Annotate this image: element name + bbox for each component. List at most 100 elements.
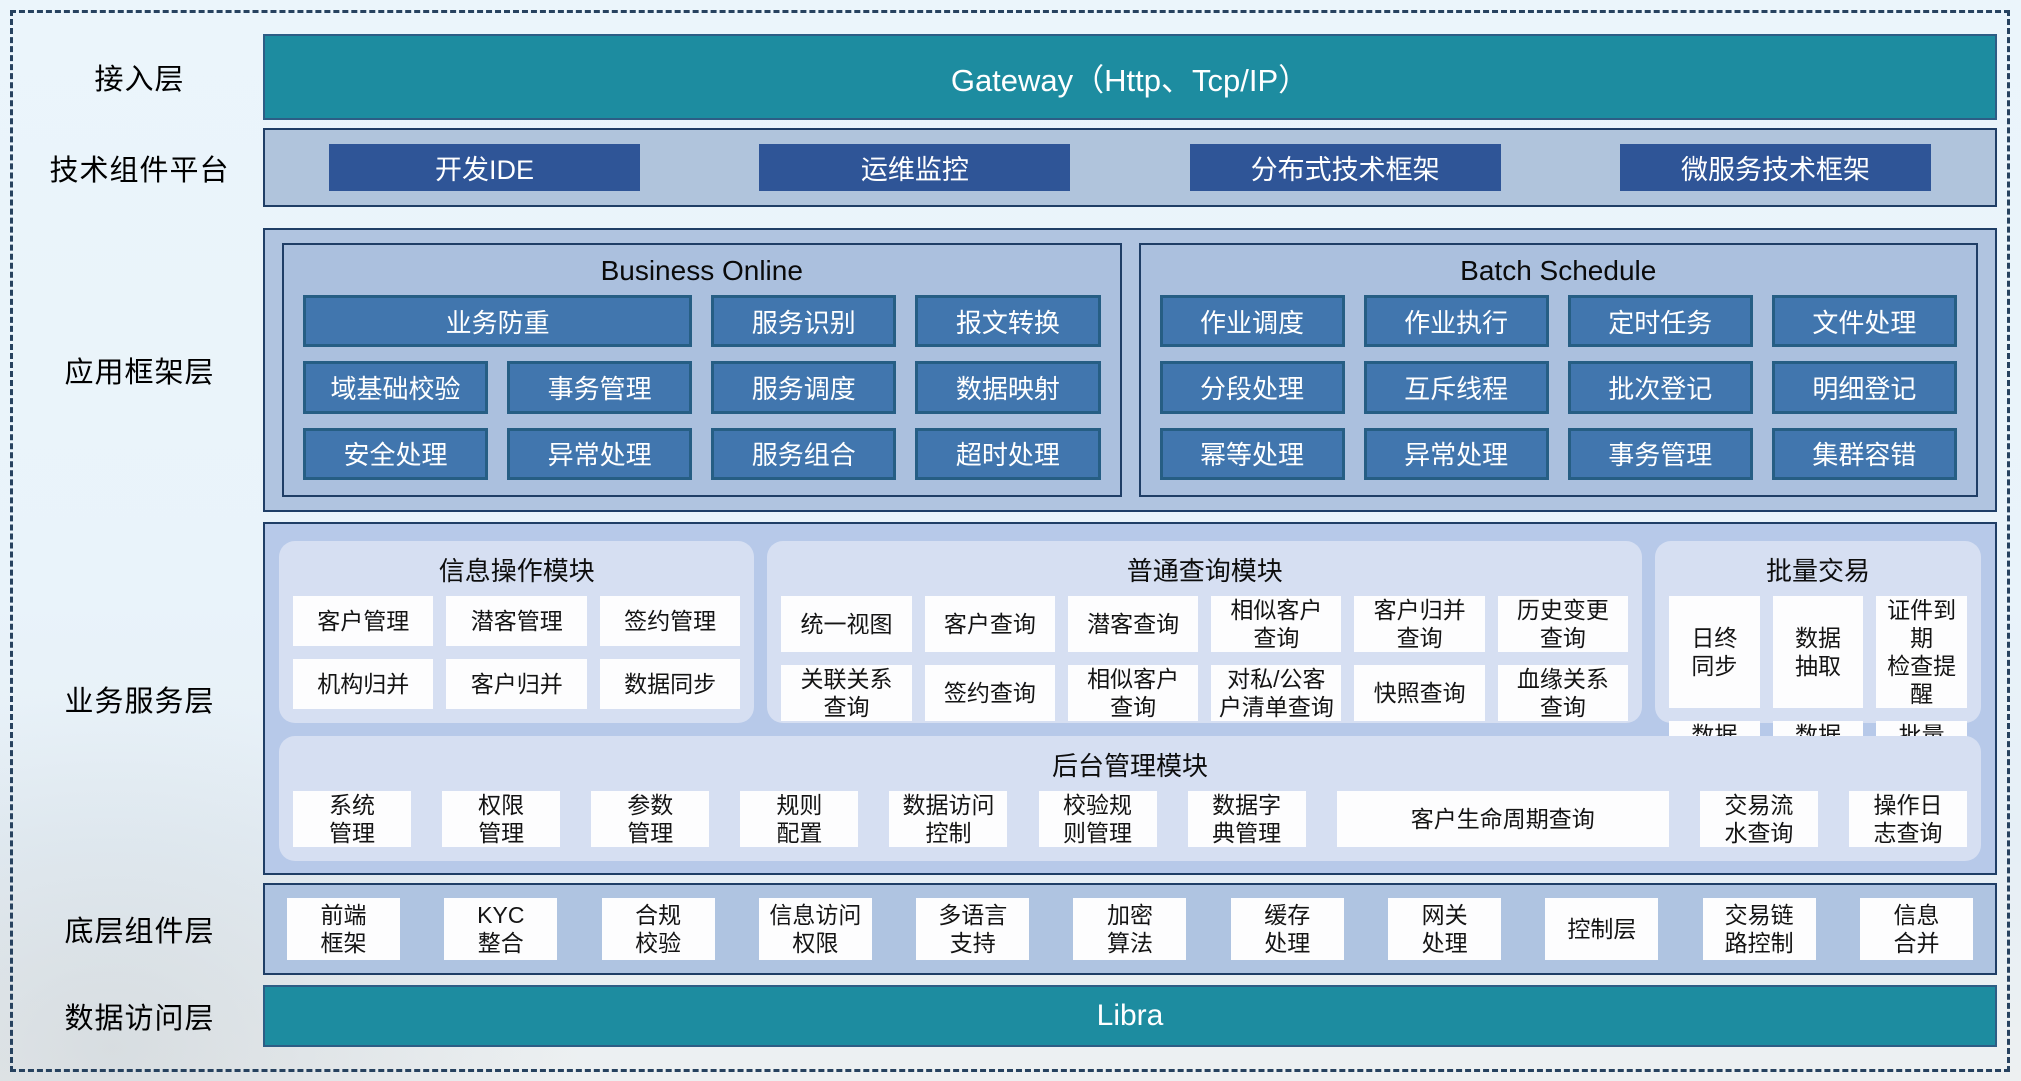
svc-item: 血缘关系 查询 xyxy=(1497,665,1629,722)
svc-item: 签约查询 xyxy=(924,665,1055,722)
app-framework-label: 应用框架层 xyxy=(64,357,215,389)
app-item: 互斥线程 xyxy=(1363,361,1549,414)
batch-schedule-title: Batch Schedule xyxy=(1460,255,1657,286)
business-service-row: 业务服务层 信息操作模块 客户管理 潜客管理 签约管理 机构归并 客户归并 数据… xyxy=(16,522,1997,875)
svc-item: 机构归并 xyxy=(293,658,434,709)
batch-schedule-grid: 作业调度 作业执行 定时任务 文件处理 分段处理 互斥线程 批次登记 明细登记 … xyxy=(1159,295,1957,480)
app-item: 事务管理 xyxy=(507,361,693,414)
admin-item: 参数 管理 xyxy=(591,790,710,847)
base-item: 合规 校验 xyxy=(601,898,715,960)
tech-item: 微服务技术框架 xyxy=(1619,144,1931,191)
base-components-row: 底层组件层 前端 框架 KYC 整合 合规 校验 信息访问 权限 多语言 支持 … xyxy=(16,883,1997,975)
app-item: 超时处理 xyxy=(915,427,1101,480)
app-item: 服务识别 xyxy=(711,295,897,348)
info-ops-module: 信息操作模块 客户管理 潜客管理 签约管理 机构归并 客户归并 数据同步 xyxy=(279,541,755,723)
app-item: 业务防重 xyxy=(303,295,693,348)
admin-module: 后台管理模块 系统 管理 权限 管理 参数 管理 规则 配置 数据访问 控制 校… xyxy=(279,735,1981,861)
app-item: 明细登记 xyxy=(1771,361,1957,414)
base-item: 缓存 处理 xyxy=(1230,898,1344,960)
business-online-grid: 业务防重 服务识别 报文转换 域基础校验 事务管理 服务调度 数据映射 安全处理… xyxy=(303,295,1101,480)
base-components-label: 底层组件层 xyxy=(64,916,215,948)
svc-item: 证件到期 检查提醒 xyxy=(1876,596,1967,709)
libra-bar: Libra xyxy=(263,985,1997,1047)
app-item: 服务组合 xyxy=(711,427,897,480)
svc-item: 相似客户 查询 xyxy=(1211,596,1342,653)
admin-item: 系统 管理 xyxy=(293,790,411,847)
tech-item: 开发IDE xyxy=(329,144,640,191)
admin-item: 交易流 水查询 xyxy=(1699,790,1818,847)
svc-item: 潜客管理 xyxy=(446,596,587,646)
service-modules-row: 信息操作模块 客户管理 潜客管理 签约管理 机构归并 客户归并 数据同步 普通查… xyxy=(279,541,1981,778)
base-item: 信息访问 权限 xyxy=(758,898,872,960)
svc-item: 快照查询 xyxy=(1354,665,1485,722)
app-item: 分段处理 xyxy=(1159,361,1345,414)
admin-item: 客户生命周期查询 xyxy=(1336,790,1669,847)
app-item: 作业调度 xyxy=(1159,295,1345,348)
app-item: 异常处理 xyxy=(1363,427,1549,480)
batch-trade-module: 批量交易 日终 同步 数据 抽取 证件到期 检查提醒 数据 转换 数据 装载 批… xyxy=(1655,541,1981,778)
admin-item: 操作日 志查询 xyxy=(1848,790,1967,847)
batch-trade-title: 批量交易 xyxy=(1766,556,1871,586)
svc-item: 客户管理 xyxy=(293,596,434,646)
app-item: 幂等处理 xyxy=(1159,427,1345,480)
svc-item: 潜客查询 xyxy=(1067,596,1199,653)
base-item: 信息 合并 xyxy=(1859,898,1973,960)
app-item: 域基础校验 xyxy=(303,361,489,414)
svc-item: 数据 抽取 xyxy=(1772,596,1864,709)
svc-item: 对私/公客 户清单查询 xyxy=(1211,665,1342,722)
base-item: 加密 算法 xyxy=(1073,898,1187,960)
admin-module-title: 后台管理模块 xyxy=(1051,750,1208,781)
info-ops-title: 信息操作模块 xyxy=(438,556,595,586)
base-item: 多语言 支持 xyxy=(916,898,1030,960)
admin-item: 数据字 典管理 xyxy=(1187,790,1306,847)
data-access-row: 数据访问层 Libra xyxy=(16,985,1997,1047)
general-query-grid: 统一视图 客户查询 潜客查询 相似客户 查询 客户归并 查询 历史变更 查询 关… xyxy=(781,596,1629,722)
admin-item: 数据访问 控制 xyxy=(889,790,1008,847)
admin-item: 规则 配置 xyxy=(740,790,859,847)
app-item: 安全处理 xyxy=(303,427,489,480)
base-item: 交易链 路控制 xyxy=(1702,898,1816,960)
svc-item: 统一视图 xyxy=(781,596,912,653)
app-framework-panel: Business Online 业务防重 服务识别 报文转换 域基础校验 事务管… xyxy=(263,228,1997,512)
tech-platform-row: 技术组件平台 开发IDE 运维监控 分布式技术框架 微服务技术框架 xyxy=(16,128,1997,207)
base-item: KYC 整合 xyxy=(444,898,558,960)
app-item: 报文转换 xyxy=(915,295,1101,348)
app-framework-row: 应用框架层 Business Online 业务防重 服务识别 报文转换 域基础… xyxy=(16,228,1997,512)
app-item: 定时任务 xyxy=(1567,295,1753,348)
base-components-panel: 前端 框架 KYC 整合 合规 校验 信息访问 权限 多语言 支持 加密 算法 … xyxy=(263,883,1997,975)
svc-item: 客户归并 查询 xyxy=(1354,596,1485,653)
gateway-bar: Gateway（Http、Tcp/IP） xyxy=(263,34,1997,120)
business-service-panel: 信息操作模块 客户管理 潜客管理 签约管理 机构归并 客户归并 数据同步 普通查… xyxy=(263,522,1997,875)
tech-item: 分布式技术框架 xyxy=(1189,144,1501,191)
tech-platform-panel: 开发IDE 运维监控 分布式技术框架 微服务技术框架 xyxy=(263,128,1997,207)
app-item: 集群容错 xyxy=(1771,427,1957,480)
app-item: 作业执行 xyxy=(1363,295,1549,348)
svc-item: 相似客户 查询 xyxy=(1067,665,1199,722)
base-item: 前端 框架 xyxy=(287,898,400,960)
svc-item: 日终 同步 xyxy=(1669,596,1760,709)
access-layer-row: 接入层 Gateway（Http、Tcp/IP） xyxy=(16,34,1997,120)
svc-item: 历史变更 查询 xyxy=(1497,596,1629,653)
base-item: 网关 处理 xyxy=(1388,898,1502,960)
app-item: 事务管理 xyxy=(1567,427,1753,480)
business-online-group: Business Online 业务防重 服务识别 报文转换 域基础校验 事务管… xyxy=(282,243,1122,497)
app-item: 服务调度 xyxy=(711,361,897,414)
svc-item: 客户查询 xyxy=(924,596,1055,653)
tech-item: 运维监控 xyxy=(759,144,1071,191)
info-ops-grid: 客户管理 潜客管理 签约管理 机构归并 客户归并 数据同步 xyxy=(293,596,741,709)
app-item: 异常处理 xyxy=(507,427,693,480)
base-item: 控制层 xyxy=(1545,898,1659,960)
app-item: 数据映射 xyxy=(915,361,1101,414)
business-service-label: 业务服务层 xyxy=(64,685,215,718)
admin-items-row: 系统 管理 权限 管理 参数 管理 规则 配置 数据访问 控制 校验规 则管理 … xyxy=(293,790,1967,847)
app-item: 文件处理 xyxy=(1771,295,1957,348)
tech-platform-label: 技术组件平台 xyxy=(49,154,230,187)
data-access-label: 数据访问层 xyxy=(64,1003,215,1035)
svc-item: 数据同步 xyxy=(599,658,741,709)
admin-item: 校验规 则管理 xyxy=(1038,790,1157,847)
admin-item: 权限 管理 xyxy=(442,790,561,847)
app-item: 批次登记 xyxy=(1567,361,1753,414)
batch-schedule-group: Batch Schedule 作业调度 作业执行 定时任务 文件处理 分段处理 … xyxy=(1138,243,1978,497)
svc-item: 客户归并 xyxy=(446,658,587,709)
